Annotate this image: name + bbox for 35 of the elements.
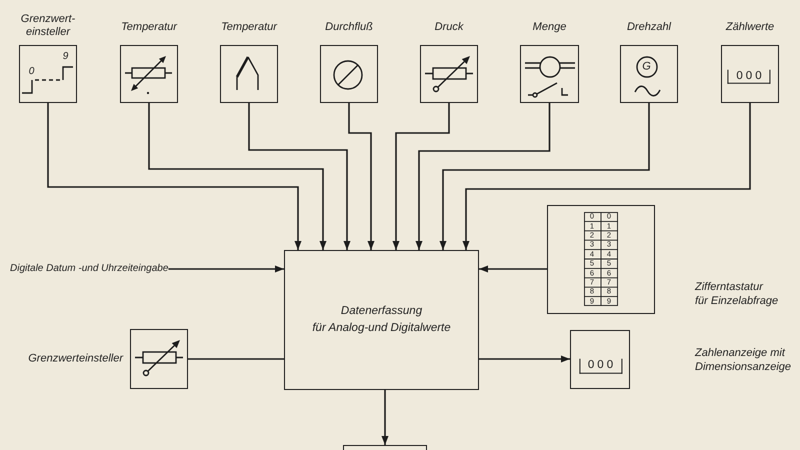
keypad-box: [547, 205, 655, 314]
sensor-label: Druck: [434, 21, 464, 34]
annotation: Zifferntastatur für Einzelabfrage: [695, 280, 778, 308]
sensor-label: Temperatur: [221, 21, 277, 34]
counter-readout: 000: [578, 358, 622, 374]
sensor-label: Menge: [532, 21, 566, 34]
arrow: [462, 103, 751, 250]
symbol-digit: 9: [62, 52, 68, 62]
counter-readout: 000: [727, 69, 771, 84]
arrow: [382, 390, 388, 445]
arrow: [440, 103, 650, 250]
arrow: [479, 266, 547, 272]
sensor-label: Grenzwerteinsteller: [28, 352, 123, 366]
process-box: [284, 250, 479, 390]
arrow: [392, 103, 450, 250]
annotation: Zahlenanzeige mit Dimensionsanzeige: [695, 346, 792, 374]
sensor-label: Durchfluß: [325, 21, 373, 34]
sensor-label: Temperatur: [121, 21, 177, 34]
arrow: [416, 103, 550, 250]
output-box: [343, 445, 427, 450]
display-box: [570, 330, 630, 389]
arrow: [479, 356, 570, 362]
symbol-letter: G: [642, 61, 651, 72]
arrow: [47, 103, 302, 250]
sensor-label: Zählwerte: [726, 21, 774, 34]
arrow: [168, 266, 284, 272]
symbol-digit: 0: [28, 66, 34, 76]
input-label: Digitale Datum -und Uhrzeiteingabe: [10, 263, 168, 275]
arrow: [248, 103, 350, 250]
arrow: [148, 103, 326, 250]
connector-line: [188, 358, 284, 360]
sensor-label: Grenzwert- einsteller: [20, 13, 76, 39]
sensor-label: Drehzahl: [626, 21, 672, 34]
block-label: Datenerfassung für Analog-und Digitalwerte: [312, 304, 451, 336]
arrow: [348, 103, 374, 250]
